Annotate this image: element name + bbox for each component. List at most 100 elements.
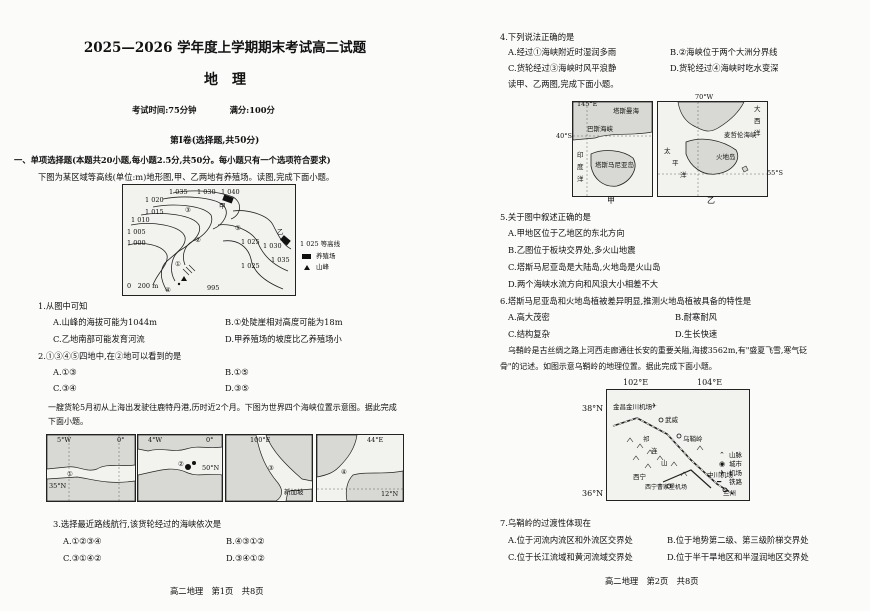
sea-label: 塔斯曼海 [613, 107, 639, 115]
map-wushaoling: 金昌金川机场 ✈ 武威 乌鞘岭 祁 连 山 西宁 西宁曹家堡机场 中川机场 兰州… [606, 389, 750, 501]
lat-label: 40°S [556, 132, 572, 140]
ocean-label: 平 [672, 159, 679, 167]
island-label: 塔斯马尼亚岛 [595, 161, 634, 169]
legend-railway: 铁路 [729, 478, 742, 486]
ocean-label: 洋 [754, 129, 761, 137]
q6-stem: 6.塔斯马尼亚岛和火地岛植被差异明显,推测火地岛植被具备的特性是 [500, 296, 752, 306]
contour-label: 1 020 [145, 196, 164, 204]
lat-label: 38°N [582, 404, 604, 413]
strait-number: ② [178, 460, 184, 468]
q5-option-c: C.塔斯马尼亚岛是大陆岛,火地岛是火山岛 [508, 262, 661, 272]
map-caption-jia: 甲 [607, 196, 615, 205]
city-label: 新加坡 [284, 488, 304, 496]
q3-option-a: A.①②③④ [63, 536, 102, 546]
strait-label: 巴斯海峡 [587, 125, 613, 133]
contour-label: 1 025 [241, 238, 260, 246]
legend-farm-symbol [302, 254, 311, 259]
airport-legend-icon: ✈ [719, 469, 725, 477]
q2-stem: 2.①③④⑤四地中,在②地可以看到的是 [38, 351, 182, 361]
ocean-label: 大 [754, 105, 761, 113]
q6-option-a: A.高大茂密 [508, 312, 550, 322]
map-tasmania: 145°E 塔斯曼海 巴斯海峡 印 度 洋 塔斯马尼亚岛 [572, 101, 653, 197]
exam-title: 2025—2026 学年度上学期期末考试高二试题 [83, 40, 367, 56]
point-label: ① [175, 260, 181, 268]
q5-stem: 5.关于图中叙述正确的是 [500, 212, 591, 222]
lon-label: 102°E [623, 378, 649, 387]
contour-label: 1 015 [145, 208, 164, 216]
lat-label: 35°N [49, 482, 67, 490]
airport-label: 中川机场 [707, 471, 733, 479]
q5-option-d: D.两个海峡水流方向和风浪大小相差不大 [508, 279, 659, 289]
q3-option-d: D.③④①② [226, 553, 265, 563]
page-footer: 高二地理 第2页 共8页 [605, 576, 699, 586]
q1-option-c: C.乙地南部可能发育河流 [53, 334, 145, 344]
point-label: ③ [185, 206, 191, 214]
strait-number: ④ [341, 468, 347, 476]
q7-option-d: D.位于半干旱地区和半湿润地区交界处 [667, 552, 809, 562]
part1-heading: 第Ⅰ卷(选择题,共50分) [170, 136, 260, 146]
q7-stem: 7.乌鞘岭的过渡性体现在 [500, 518, 591, 528]
strait-number: ① [67, 470, 73, 478]
exam-page-2: 4.下列说法正确的是 A.经过①海峡附近时湿润多雨 B.②海峡位于两个大洲分界线… [455, 0, 870, 611]
section1-heading: 一、单项选择题(本题共20小题,每小题2.5分,共50分。每小题只有一个选项符合… [14, 155, 331, 165]
lon-label: 4°W [148, 436, 163, 444]
q2-option-c: C.③④ [53, 383, 77, 393]
city-legend-icon: ◉ [719, 460, 726, 468]
railway-legend-icon: ━ [717, 478, 722, 486]
intro-wushaoling-1: 乌鞘岭是古丝绸之路上河西走廊通往长安的重要关隘,海拔3562m,有"盛夏飞雪,寒… [508, 346, 808, 355]
airport-label: 金昌金川机场 [613, 403, 652, 411]
contour-label: 1 040 [221, 188, 240, 196]
city-label: 兰州 [723, 489, 736, 497]
scale-bar: 0 200 m [127, 282, 159, 290]
contour-label: 1 030 [197, 188, 216, 196]
mountain-name: 连 [651, 447, 658, 455]
contour-label: 1 005 [127, 228, 146, 236]
ocean-label: 西 [754, 117, 761, 125]
q4-option-d: D.货轮经过④海峡时吃水变深 [670, 63, 779, 73]
q3-option-b: B.④③①② [226, 536, 265, 546]
ocean-label: 洋 [680, 171, 687, 179]
airport-icon: ✈ [651, 402, 657, 410]
lat-label: 55°S [767, 169, 783, 177]
q7-option-a: A.位于河流内流区和外流区交界处 [508, 535, 633, 545]
q3-stem: 3.选择最近路线航行,该货轮经过的海峡依次是 [53, 519, 222, 529]
farm-label-yi: 乙 [277, 228, 284, 236]
lat-label: 50°N [202, 464, 220, 472]
legend-city: 城市 [729, 460, 742, 468]
lon-label: 0° [117, 436, 125, 444]
q4-option-b: B.②海峡位于两个大洲分界线 [670, 47, 778, 57]
airport-label: 西宁曹家堡机场 [645, 484, 688, 491]
contour-label: 1 000 [127, 239, 146, 247]
q6-option-d: D.生长快速 [675, 329, 718, 339]
q5-option-b: B.乙图位于板块交界处,多火山地震 [508, 245, 636, 255]
exam-info: 考试时间:75分钟 满分:100分 [132, 105, 275, 115]
subject-title: 地 理 [204, 72, 246, 88]
contour-map: 1 035 1 030 1 040 1 020 1 015 1 010 1 00… [122, 184, 296, 296]
mountain-name: 山 [661, 459, 668, 467]
intro-contour: 下图为某区域等高线(单位:m)地形图,甲、乙两地有养殖场。读图,完成下面小题。 [38, 172, 335, 182]
q4-option-c: C.货轮经过③海峡时风平浪静 [508, 63, 617, 73]
mountain-name: 祁 [643, 435, 650, 443]
contour-label: 1 035 [271, 256, 290, 264]
q6-option-b: B.耐寒耐风 [675, 312, 717, 322]
point-label: ⑤ [235, 224, 241, 232]
point-label: ④ [165, 286, 171, 294]
contour-label: 1 010 [131, 216, 150, 224]
ocean-label: 印 [577, 151, 584, 159]
q1-stem: 1.从图中可知 [38, 301, 88, 311]
pass-label: 乌鞘岭 [683, 435, 703, 443]
q4-option-a: A.经过①海峡附近时湿润多雨 [508, 47, 617, 57]
q7-option-b: B.位于地势第二级、第三级阶梯交界处 [667, 535, 809, 545]
strait-number: ③ [268, 464, 274, 472]
map-caption-yi: 乙 [707, 196, 715, 205]
lat-label: 36°N [582, 489, 604, 498]
contour-label: 1 035 [169, 188, 188, 196]
q1-option-d: D.甲养殖场的坡度比乙养殖场小 [225, 334, 342, 344]
lon-label: 5°W [57, 436, 72, 444]
lat-label: 12°N [381, 490, 399, 498]
ocean-label: 度 [577, 163, 584, 171]
intro-islands: 读甲、乙两图,完成下面小题。 [508, 79, 619, 89]
intro-wushaoling-2: 骨"的记述。如图示意乌鞘岭的地理位置。据此完成下面小题。 [500, 362, 717, 371]
q7-option-c: C.位于长江流域和黄河流域交界处 [508, 552, 633, 562]
legend-contour: 1 025 等高线 [300, 240, 341, 248]
